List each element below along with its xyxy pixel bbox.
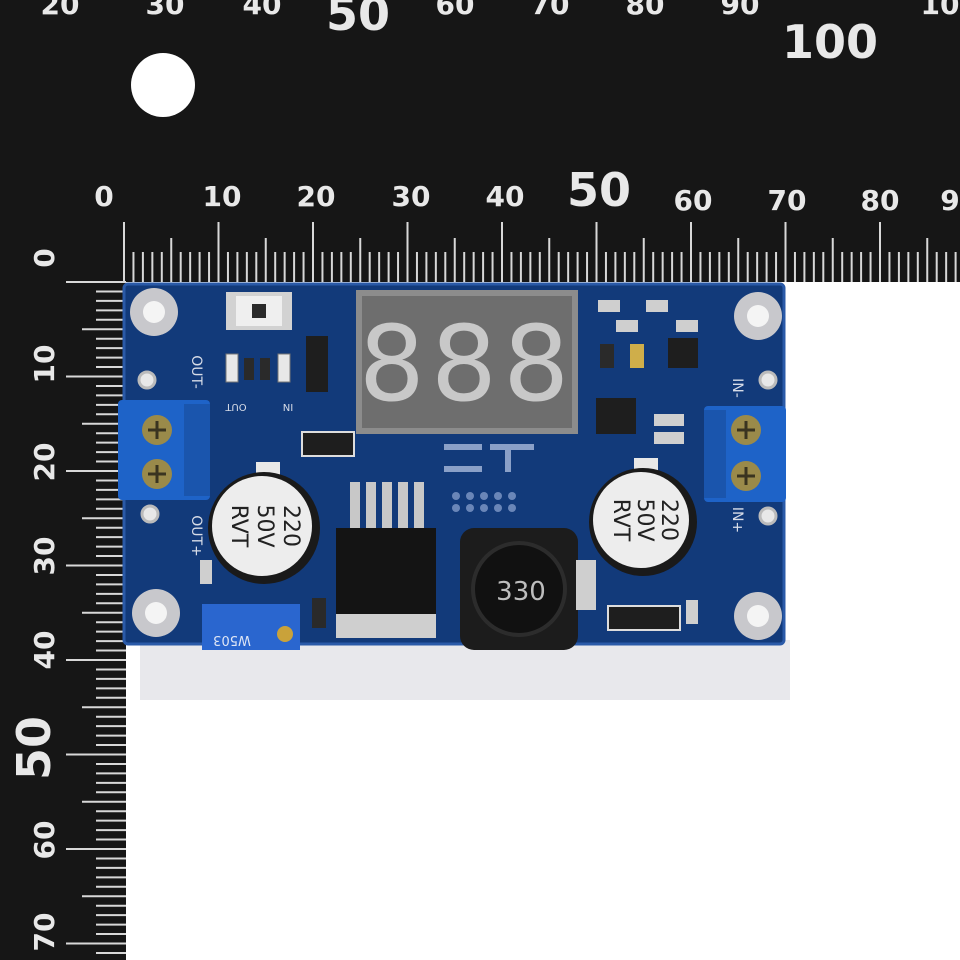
ruler-hole xyxy=(131,53,195,117)
capacitor-left: 220 50V RVT xyxy=(208,462,320,584)
ruler-label: 70 xyxy=(531,0,570,21)
smd-transistor xyxy=(596,398,636,434)
ruler-label: 70 xyxy=(28,913,61,952)
smd-component xyxy=(654,432,684,444)
trimmer-potentiometer[interactable]: W503 xyxy=(202,604,300,650)
ruler-label: 30 xyxy=(146,0,185,21)
smd-component xyxy=(676,320,698,332)
ruler-label: 30 xyxy=(392,180,431,213)
ruler-top-arm xyxy=(0,0,960,282)
capacitor-brand: RVT xyxy=(608,499,633,542)
smd-component xyxy=(312,598,326,628)
silk-logo xyxy=(444,444,534,472)
smd-diode xyxy=(301,431,355,457)
ruler-label: 40 xyxy=(243,0,282,21)
inductor: 330 xyxy=(460,528,578,650)
header-pads xyxy=(452,492,516,512)
capacitor-voltage: 50V xyxy=(632,498,657,541)
smd-transistor xyxy=(668,338,698,368)
silk-out-small: OUT xyxy=(224,401,246,412)
capacitor-right: 220 50V RVT xyxy=(589,458,697,576)
silk-in-small: IN xyxy=(283,401,293,412)
ruler-label: 50 xyxy=(326,0,390,41)
inductor-label: 330 xyxy=(496,577,546,607)
led-out-indicator xyxy=(225,353,239,383)
smd-component xyxy=(646,300,668,312)
ruler-label: 10 xyxy=(921,0,960,21)
trimmer-screw-icon[interactable] xyxy=(277,626,293,642)
ruler-label: 70 xyxy=(768,184,807,217)
capacitor-voltage: 50V xyxy=(252,504,277,547)
ruler-label: 10 xyxy=(28,345,61,384)
led-in-indicator xyxy=(277,353,291,383)
via-hole xyxy=(137,370,157,390)
ruler-label: 60 xyxy=(674,184,713,217)
regulator-ic xyxy=(336,482,436,638)
mounting-hole xyxy=(734,292,782,340)
ruler-label: 40 xyxy=(486,180,525,213)
ruler-label: 80 xyxy=(626,0,665,21)
ruler-label: 0 xyxy=(28,248,61,267)
silk-out-plus: OUT+ xyxy=(188,515,204,557)
smd-component xyxy=(576,560,596,610)
ruler-label: 0 xyxy=(94,180,113,213)
display-digits: 888 xyxy=(359,303,576,425)
capacitor-brand: RVT xyxy=(226,505,251,548)
ruler-label: 20 xyxy=(28,443,61,482)
smd-resistor xyxy=(244,358,254,380)
seven-segment-display: 888 xyxy=(356,290,578,434)
smd-component xyxy=(654,414,684,426)
mounting-hole xyxy=(130,288,178,336)
ruler-label: 60 xyxy=(436,0,475,21)
push-button[interactable] xyxy=(226,292,292,330)
ruler-label: 80 xyxy=(861,184,900,217)
input-terminal-block[interactable] xyxy=(704,406,786,502)
smd-diode xyxy=(607,605,681,631)
via-hole xyxy=(758,506,778,526)
smd-component xyxy=(630,344,644,368)
smd-component xyxy=(200,560,212,584)
smd-component xyxy=(616,320,638,332)
mounting-hole xyxy=(734,592,782,640)
ruler-top-ticks xyxy=(123,222,957,282)
silk-out-minus: OUT- xyxy=(188,355,204,389)
via-hole xyxy=(140,504,160,524)
pcb-board: OUT- OUT+ IN- IN+ OUT IN 888 xyxy=(118,282,786,650)
trimmer-label: W503 xyxy=(213,632,251,647)
silk-in-minus: IN- xyxy=(729,378,745,398)
ruler-label: 10 xyxy=(203,180,242,213)
ruler-label: 20 xyxy=(41,0,80,21)
ruler-label: 90 xyxy=(721,0,760,21)
output-terminal-block[interactable] xyxy=(118,400,210,500)
capacitor-value: 220 xyxy=(278,505,303,547)
ruler-label: 50 xyxy=(7,716,61,780)
ruler-label: 20 xyxy=(297,180,336,213)
ruler-label: 50 xyxy=(567,163,631,217)
smd-component xyxy=(600,344,614,368)
ruler-label: 100 xyxy=(782,15,878,69)
ruler-label: 60 xyxy=(28,821,61,860)
mounting-hole xyxy=(132,589,180,637)
smd-diode xyxy=(306,336,328,392)
ruler-label: 30 xyxy=(28,537,61,576)
smd-component xyxy=(598,300,620,312)
smd-component xyxy=(686,600,698,624)
silk-in-plus: IN+ xyxy=(729,507,745,533)
ruler-label: 40 xyxy=(28,631,61,670)
via-hole xyxy=(758,370,778,390)
smd-resistor xyxy=(260,358,270,380)
ruler-label: 9 xyxy=(940,184,959,217)
capacitor-value: 220 xyxy=(656,499,681,541)
